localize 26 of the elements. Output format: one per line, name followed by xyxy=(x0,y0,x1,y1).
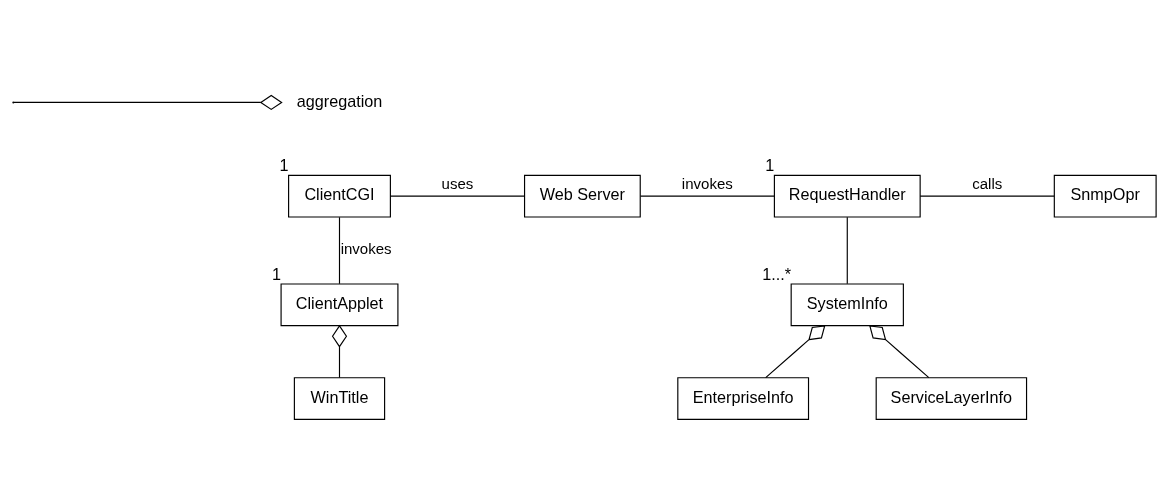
edge-label: calls xyxy=(972,174,1003,191)
connector xyxy=(869,324,930,378)
node-box: SystemInfo xyxy=(790,282,904,326)
node-box: Web Server xyxy=(523,174,641,218)
node-label: 1...* xyxy=(762,264,792,283)
node-box: ServiceLayerInfo xyxy=(875,376,1028,420)
legend-label: aggregation xyxy=(296,91,383,110)
connector xyxy=(765,324,826,378)
edge-label: invokes xyxy=(681,174,733,191)
connector xyxy=(389,195,525,197)
node-box: RequestHandler xyxy=(773,174,921,218)
connector xyxy=(639,195,775,197)
node-box: ClientApplet xyxy=(280,282,399,326)
connector xyxy=(919,195,1055,197)
node-box: WinTitle xyxy=(293,376,386,420)
node-box: SnmpOpr xyxy=(1053,174,1157,218)
node-box: ClientCGI xyxy=(288,174,391,218)
connector xyxy=(846,216,848,284)
connector xyxy=(331,324,348,378)
node-label: 1 xyxy=(765,155,775,174)
edge-label: uses xyxy=(441,174,474,191)
edge-label: invokes xyxy=(340,239,392,257)
node-label: 1 xyxy=(271,264,281,283)
node-box: EnterpriseInfo xyxy=(677,376,810,420)
node-label: 1 xyxy=(279,155,289,174)
connector xyxy=(338,216,341,284)
